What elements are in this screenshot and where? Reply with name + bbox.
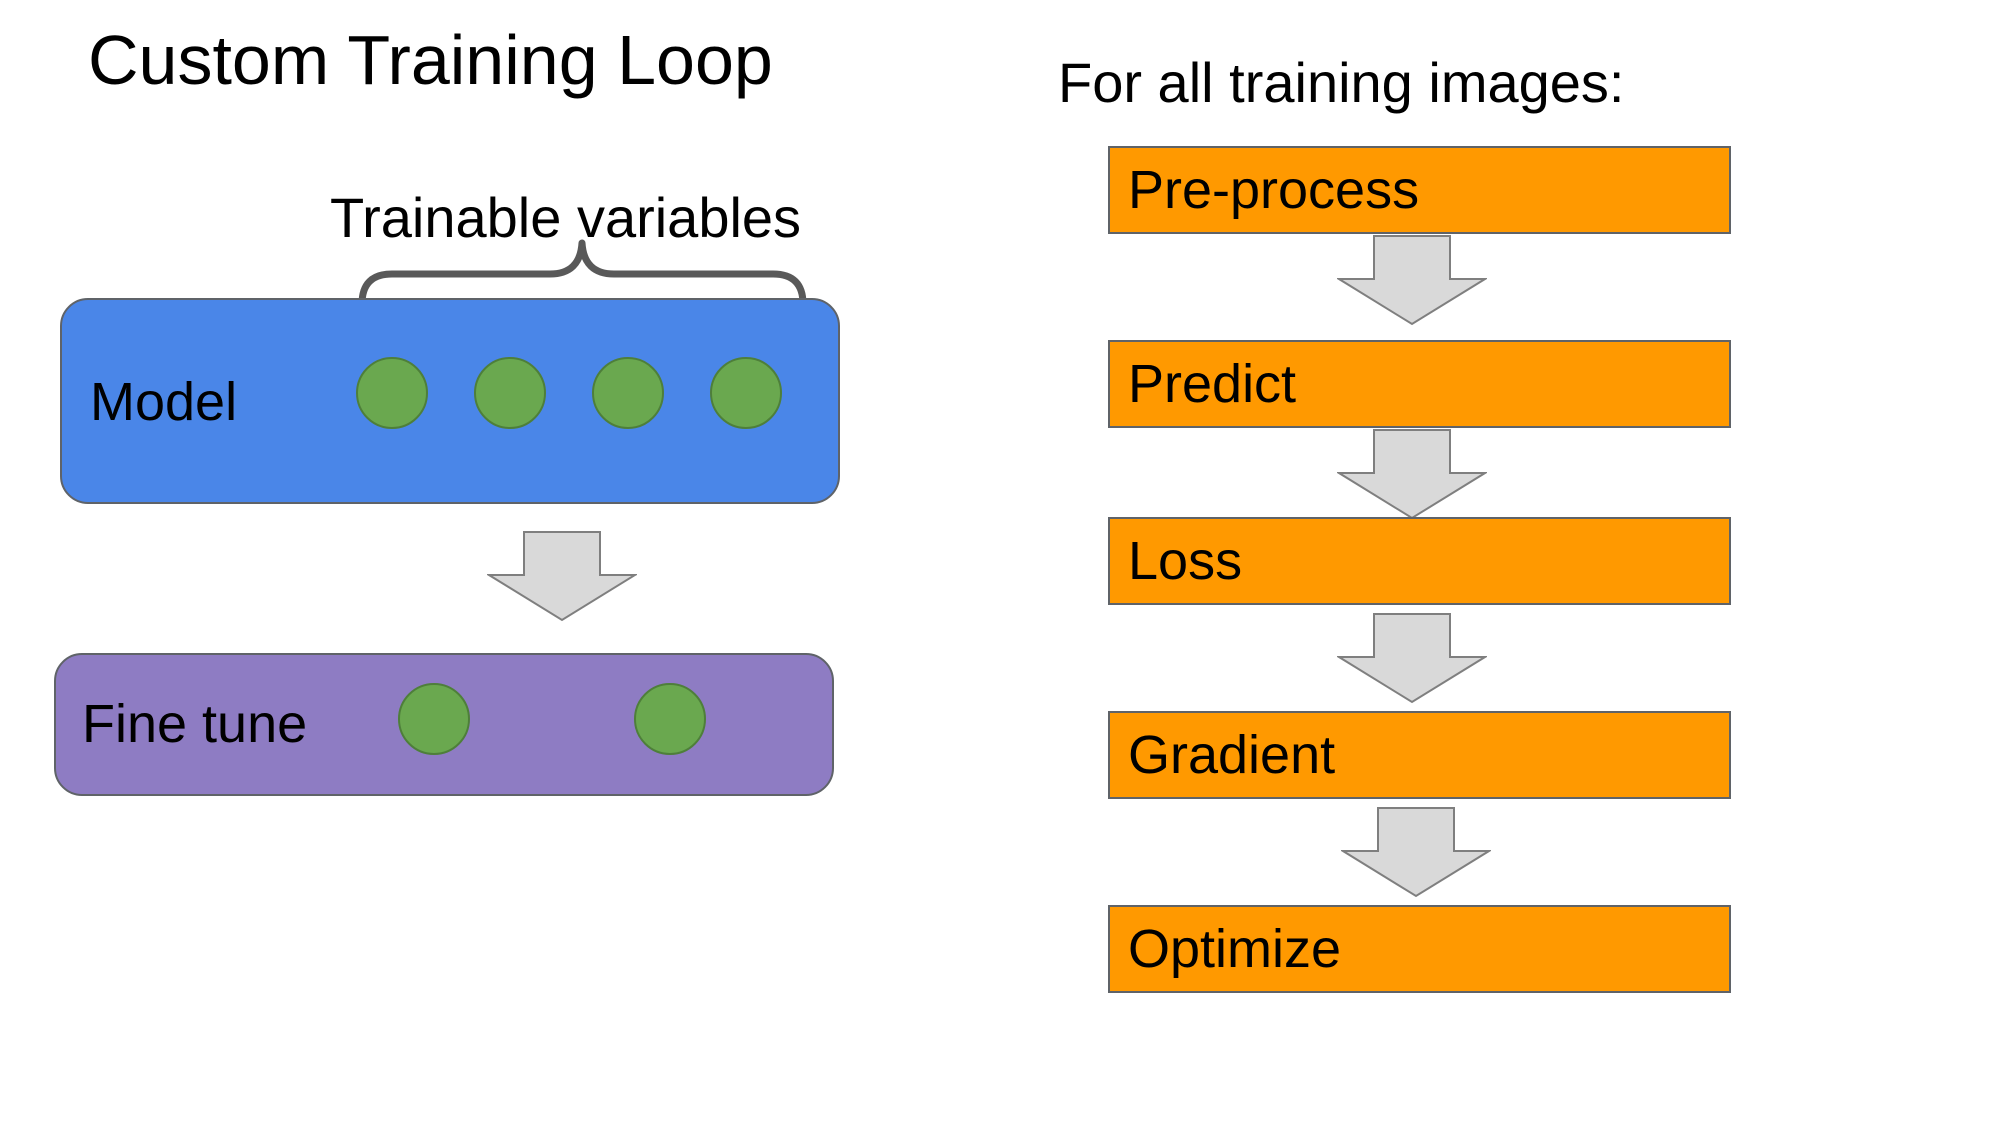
fine-tune-variable-dot bbox=[634, 683, 706, 755]
curly-brace bbox=[358, 239, 807, 308]
step-label-predict: Predict bbox=[1128, 354, 1297, 414]
trainable-variables-label: Trainable variables bbox=[330, 186, 802, 249]
step-label-gradient: Gradient bbox=[1128, 725, 1336, 785]
step-box-gradient bbox=[1108, 711, 1731, 799]
model-variable-dot bbox=[474, 357, 546, 429]
down-arrow-icon bbox=[1341, 807, 1491, 898]
fine-tune-label: Fine tune bbox=[82, 694, 308, 754]
page-title: Custom Training Loop bbox=[88, 21, 773, 99]
step-box-preprocess bbox=[1108, 146, 1731, 234]
flow-heading: For all training images: bbox=[1058, 51, 1625, 114]
model-variable-dot bbox=[592, 357, 664, 429]
step-box-predict bbox=[1108, 340, 1731, 428]
down-arrow-icon bbox=[487, 531, 637, 622]
fine-tune-variable-dot bbox=[398, 683, 470, 755]
step-label-preprocess: Pre-process bbox=[1128, 160, 1420, 220]
down-arrow-icon bbox=[1337, 613, 1487, 704]
step-label-loss: Loss bbox=[1128, 531, 1243, 591]
model-variable-dot bbox=[356, 357, 428, 429]
model-variable-dot bbox=[710, 357, 782, 429]
step-box-optimize bbox=[1108, 905, 1731, 993]
step-label-optimize: Optimize bbox=[1128, 919, 1342, 979]
down-arrow-icon bbox=[1337, 235, 1487, 326]
step-box-loss bbox=[1108, 517, 1731, 605]
model-label: Model bbox=[90, 372, 238, 432]
down-arrow-icon bbox=[1337, 429, 1487, 520]
